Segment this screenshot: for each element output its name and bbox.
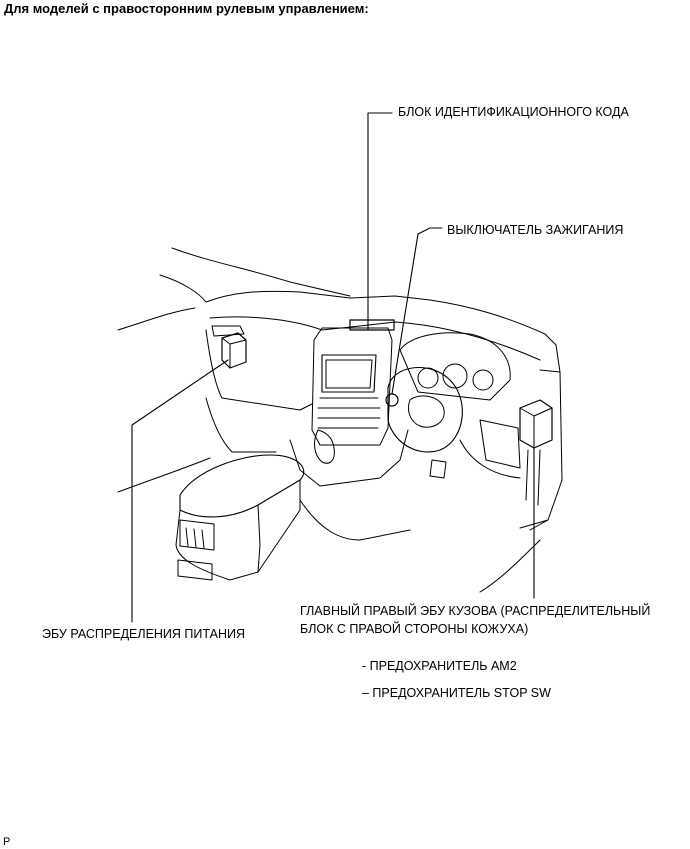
power-distribution-ecu-label: ЭБУ РАСПРЕДЕЛЕНИЯ ПИТАНИЯ [42,627,245,641]
dashboard-front-edge [209,316,541,361]
left-panel [205,329,313,411]
armrest [179,454,305,518]
right-kick-panel [529,369,563,531]
power-ecu-leader [131,359,229,623]
center-buttons [317,397,381,429]
left-door-line [117,307,196,331]
main-body-ecu-label-line2: БЛОК С ПРАВОЙ СТОРОНЫ КОЖУХА) [300,622,529,636]
page-heading: Для моделей с правосторонним рулевым упр… [4,1,369,16]
steering-wheel [387,367,463,453]
dashboard-top [205,290,561,373]
power-ecu-shape [221,332,247,369]
main-body-ecu-shape [519,399,553,449]
steering-hub [407,395,445,428]
center-screen [321,354,377,393]
id-code-leader [367,112,393,331]
footwell-line [479,539,541,593]
instrument-cluster [399,332,511,401]
pedal [429,459,447,479]
console-tray [177,559,213,581]
center-stack [311,327,393,446]
page-code: P [3,836,11,848]
ignition-leader [391,227,443,395]
id-code-box-label: БЛОК ИДЕНТИФИКАЦИОННОГО КОДА [398,105,629,119]
ignition-switch-label: ВЫКЛЮЧАТЕЛЬ ЗАЖИГАНИЯ [447,223,624,237]
gauge-right [472,369,494,391]
main-body-ecu-label-line1: ГЛАВНЫЙ ПРАВЫЙ ЭБУ КУЗОВА (РАСПРЕДЕЛИТЕЛ… [300,604,651,618]
left-vent [211,325,245,337]
console-body [175,479,301,581]
knee-panel [479,419,521,469]
fuse-stop-sw-label: – ПРЕДОХРАНИТЕЛЬ STOP SW [362,686,551,700]
console-upper [289,429,409,487]
shift-lever [314,429,335,464]
windshield-line [171,247,351,297]
gauge-center [442,363,468,389]
rear-vents [179,519,215,551]
fuse-am2-label: - ПРЕДОХРАНИТЕЛЬ AM2 [362,659,517,673]
a-pillar-left [159,274,207,303]
left-lower [205,397,277,453]
id-code-box-shape [349,319,395,331]
